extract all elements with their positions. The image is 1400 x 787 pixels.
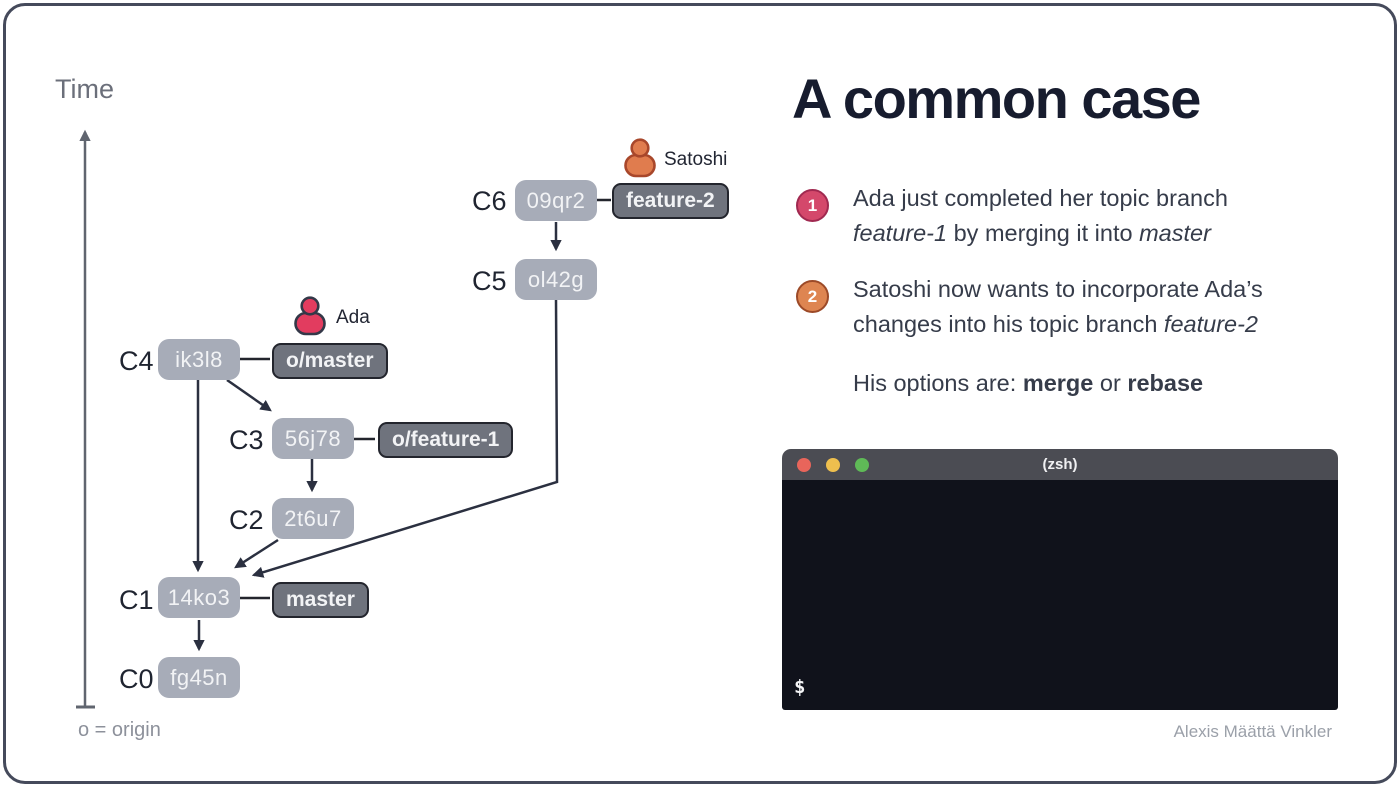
point-2-line-1: Satoshi now wants to incorporate Ada’s [853, 276, 1263, 302]
point-1-master: master [1139, 220, 1211, 246]
edge-c4-c3 [226, 378, 272, 412]
point-1-badge: 1 [796, 189, 829, 222]
terminal-body: $ [782, 480, 1338, 710]
ada-avatar-label: Ada [336, 307, 370, 328]
branch-tag-o-feature-1: o/feature-1 [378, 422, 514, 458]
edge-c5-c1 [251, 299, 559, 578]
terminal-title: (zsh) [1042, 456, 1078, 473]
commit-node-c0: fg45n [158, 657, 240, 698]
commit-label-c1: C1 [119, 585, 154, 615]
branch-tag-master: master [272, 582, 369, 618]
terminal-titlebar: (zsh) [782, 449, 1338, 480]
commit-label-c3: C3 [229, 425, 264, 455]
commit-node-c2: 2t6u7 [272, 498, 354, 539]
time-axis-label: Time [55, 74, 114, 104]
branch-tag-feature-2: feature-2 [612, 183, 729, 219]
minimize-icon [826, 457, 840, 472]
point-1-line-1: Ada just completed her topic branch [853, 185, 1228, 211]
close-icon [797, 457, 811, 472]
commit-node-c4: ik3l8 [158, 339, 240, 380]
commit-node-c5: ol42g [515, 259, 597, 300]
options-rebase: rebase [1127, 370, 1204, 396]
terminal-window: (zsh) $ [782, 449, 1338, 710]
satoshi-avatar-label: Satoshi [664, 149, 728, 170]
branch-tag-o-master: o/master [272, 343, 388, 379]
ada-avatar-icon [294, 296, 326, 336]
satoshi-avatar-icon [624, 138, 656, 178]
point-1-line-2: by merging it into [947, 220, 1140, 246]
options-merge: merge [1022, 370, 1094, 396]
edge-c2-c1 [234, 538, 279, 569]
point-2-feature-2: feature-2 [1163, 311, 1258, 337]
point-1-text: Ada just completed her topic branch feat… [853, 181, 1323, 251]
point-1-feature-1: feature-1 [853, 220, 948, 246]
attribution: Alexis Määttä Vinkler [1173, 722, 1332, 741]
commit-label-c5: C5 [472, 266, 507, 296]
commit-node-c6: 09qr2 [515, 180, 597, 221]
commit-graph-edges [76, 129, 611, 709]
commit-node-c1: 14ko3 [158, 577, 240, 618]
commit-label-c0: C0 [119, 664, 154, 694]
terminal-prompt: $ [794, 676, 806, 698]
point-2-badge: 2 [796, 280, 829, 313]
commit-label-c6: C6 [472, 186, 507, 216]
point-2-line-2: changes into his topic branch [853, 311, 1164, 337]
point-2-text: Satoshi now wants to incorporate Ada’s c… [853, 272, 1323, 342]
commit-node-c3: 56j78 [272, 418, 354, 459]
zoom-icon [855, 457, 869, 472]
commit-label-c4: C4 [119, 346, 154, 376]
origin-legend: o = origin [78, 719, 161, 741]
options-or: or [1093, 370, 1128, 396]
commit-label-c2: C2 [229, 505, 264, 535]
page-title: A common case [792, 67, 1201, 130]
options-text: His options are: merge or rebase [853, 366, 1323, 401]
options-prefix: His options are: [853, 370, 1023, 396]
